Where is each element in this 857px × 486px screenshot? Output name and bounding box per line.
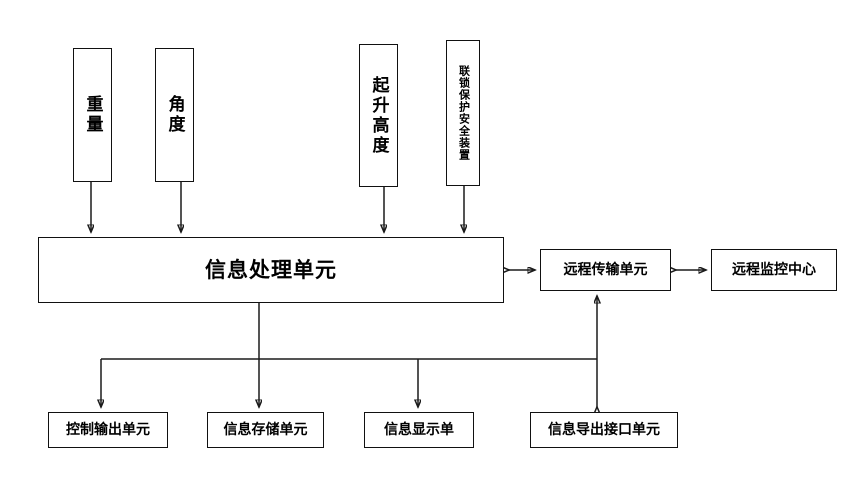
sensor-box-interlock-safety-device[interactable]: 联锁保护安全装置 [446, 40, 480, 186]
remote-transmission-unit[interactable]: 远程传输单元 [540, 249, 671, 291]
information-display-unit[interactable]: 信息显示单 [364, 412, 474, 448]
control-output-unit[interactable]: 控制输出单元 [48, 412, 168, 448]
information-export-interface-unit[interactable]: 信息导出接口单元 [530, 412, 678, 448]
sensor-box-angle[interactable]: 角度 [155, 48, 194, 182]
information-processing-unit[interactable]: 信息处理单元 [38, 237, 504, 303]
sensor-box-weight[interactable]: 重量 [73, 48, 112, 182]
remote-monitoring-center[interactable]: 远程监控中心 [711, 249, 837, 291]
information-storage-unit[interactable]: 信息存储单元 [207, 412, 324, 448]
sensor-box-lifting-height[interactable]: 起升高度 [359, 44, 398, 187]
